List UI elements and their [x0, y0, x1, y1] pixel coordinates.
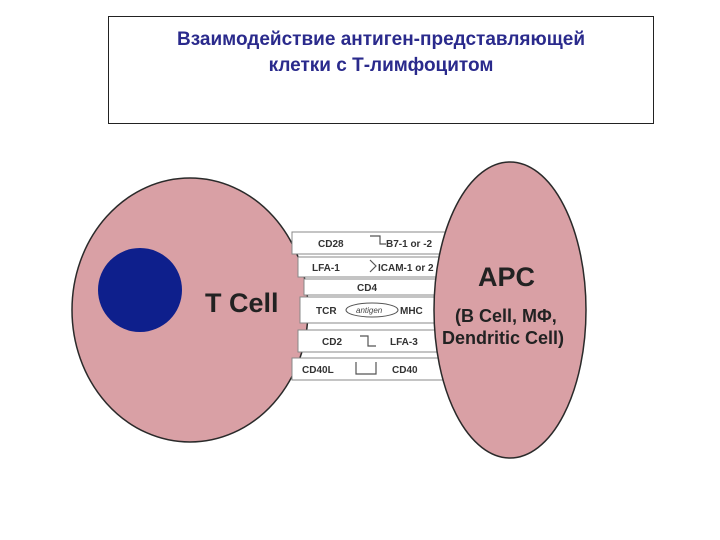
antigen-shape [345, 302, 399, 318]
label-antigen: antigen [356, 306, 383, 315]
label-b7: B7-1 or -2 [386, 239, 433, 250]
label-lfa1: LFA-1 [312, 263, 340, 274]
label-lfa3: LFA-3 [390, 337, 418, 348]
apc-subtitle-2: Dendritic Cell) [442, 328, 564, 348]
apc-body [433, 161, 587, 459]
label-cd40l: CD40L [302, 365, 334, 376]
band-cd2 [297, 329, 449, 353]
title-line-2: клетки с Т-лимфоцитом [268, 55, 494, 76]
apc-subtitle-1: (B Cell, MΦ, [455, 306, 557, 326]
label-cd4: CD4 [357, 283, 377, 294]
label-tcr: TCR [316, 306, 337, 317]
label-cd40: CD40 [392, 365, 418, 376]
receptor-pair-cd40: CD40L CD40 [302, 362, 418, 376]
label-cd2: CD2 [322, 337, 342, 348]
receptor-pair-lfa1: LFA-1 ICAM-1 or 2 [312, 259, 434, 274]
title-line-1: Взаимодействие антиген-представляющей [176, 29, 585, 50]
apc-label: APC [478, 262, 535, 292]
receptor-pair-cd28: CD28 B7-1 or -2 [318, 235, 433, 250]
label-mhc: MHC [400, 306, 423, 317]
title-box: Взаимодействие антиген-представляющей кл… [108, 16, 654, 124]
receptor-cd4: CD4 [357, 283, 377, 294]
receptor-pair-tcr: TCR antigen MHC [316, 302, 423, 318]
receptor-pair-cd2: CD2 LFA-3 [322, 335, 418, 348]
t-cell-label: T Cell [205, 288, 279, 318]
label-cd28: CD28 [318, 239, 344, 250]
t-cell-nucleus [98, 248, 182, 332]
label-icam: ICAM-1 or 2 [378, 263, 434, 274]
